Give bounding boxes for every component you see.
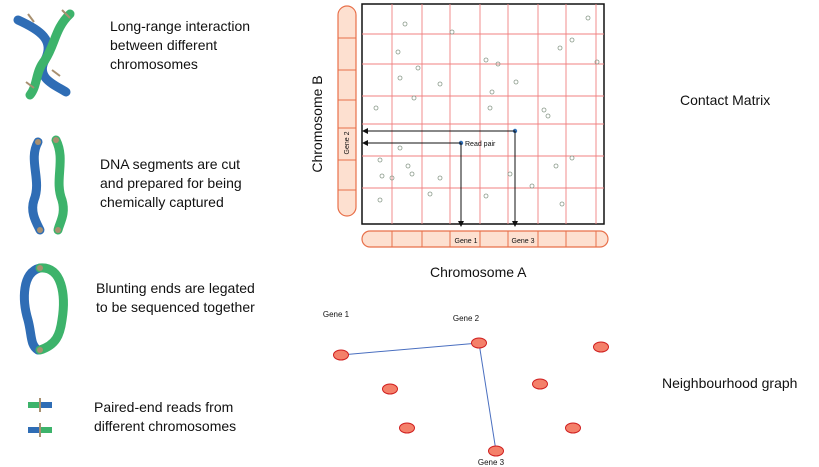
step-1-line2: between different — [110, 37, 218, 53]
graph-node — [382, 383, 398, 395]
graph-label-gene-1: Gene 1 — [323, 310, 350, 319]
chromosome-a-strip: Gene 1 Gene 3 — [361, 230, 609, 248]
gene-1-strip-label: Gene 1 — [455, 238, 478, 245]
step-2-line3: chemically captured — [100, 194, 224, 210]
node-gene-2 — [471, 337, 487, 349]
step-3-line2: to be sequenced together — [96, 299, 255, 315]
crossing-chromosomes-icon — [13, 9, 75, 100]
step-2-line2: and prepared for being — [100, 175, 242, 191]
step-2-line1: DNA segments are cut — [100, 156, 241, 172]
graph-node — [593, 341, 609, 353]
read-pair-projections: Read pair — [362, 128, 518, 227]
step-1-text: Long-range interaction between different… — [110, 17, 250, 74]
step-2-text: DNA segments are cut and prepared for be… — [100, 155, 242, 212]
graph-node — [532, 378, 548, 390]
step-3-line1: Blunting ends are legated — [96, 280, 255, 296]
ligated-loop-icon — [19, 263, 68, 355]
step-3-text: Blunting ends are legated to be sequence… — [96, 279, 255, 317]
edge-gene1-gene2 — [340, 342, 480, 356]
node-gene-3 — [488, 445, 504, 457]
read-pair-label: Read pair — [465, 141, 496, 148]
cut-segments-icon — [28, 135, 68, 235]
edge-gene2-gene3 — [478, 342, 497, 452]
neighbourhood-graph-title: Neighbourhood graph — [662, 375, 798, 391]
gene-2-strip-label: Gene 2 — [344, 131, 351, 154]
step-4-line1: Paired-end reads from — [94, 399, 234, 415]
graph-node — [399, 422, 415, 434]
step-4-text: Paired-end reads from different chromoso… — [94, 398, 236, 436]
chromosome-b-strip: Gene 2 — [337, 5, 357, 217]
graph-node — [565, 422, 581, 434]
graph-label-gene-2: Gene 2 — [453, 314, 480, 323]
y-axis-label: Chromosome B — [309, 75, 325, 172]
step-1-line3: chromosomes — [110, 56, 198, 72]
neighbourhood-graph: Gene 1 Gene 2 Gene 3 — [323, 310, 609, 467]
gene-3-strip-label: Gene 3 — [512, 238, 535, 245]
step-4-line2: different chromosomes — [94, 418, 237, 434]
step-1-line1: Long-range interaction — [110, 18, 251, 34]
graph-label-gene-3: Gene 3 — [478, 458, 505, 467]
contact-matrix-grid — [361, 3, 605, 225]
x-axis-label: Chromosome A — [430, 264, 527, 280]
node-gene-1 — [333, 349, 349, 361]
contact-matrix-title: Contact Matrix — [680, 92, 771, 108]
paired-reads-icon — [28, 398, 52, 437]
